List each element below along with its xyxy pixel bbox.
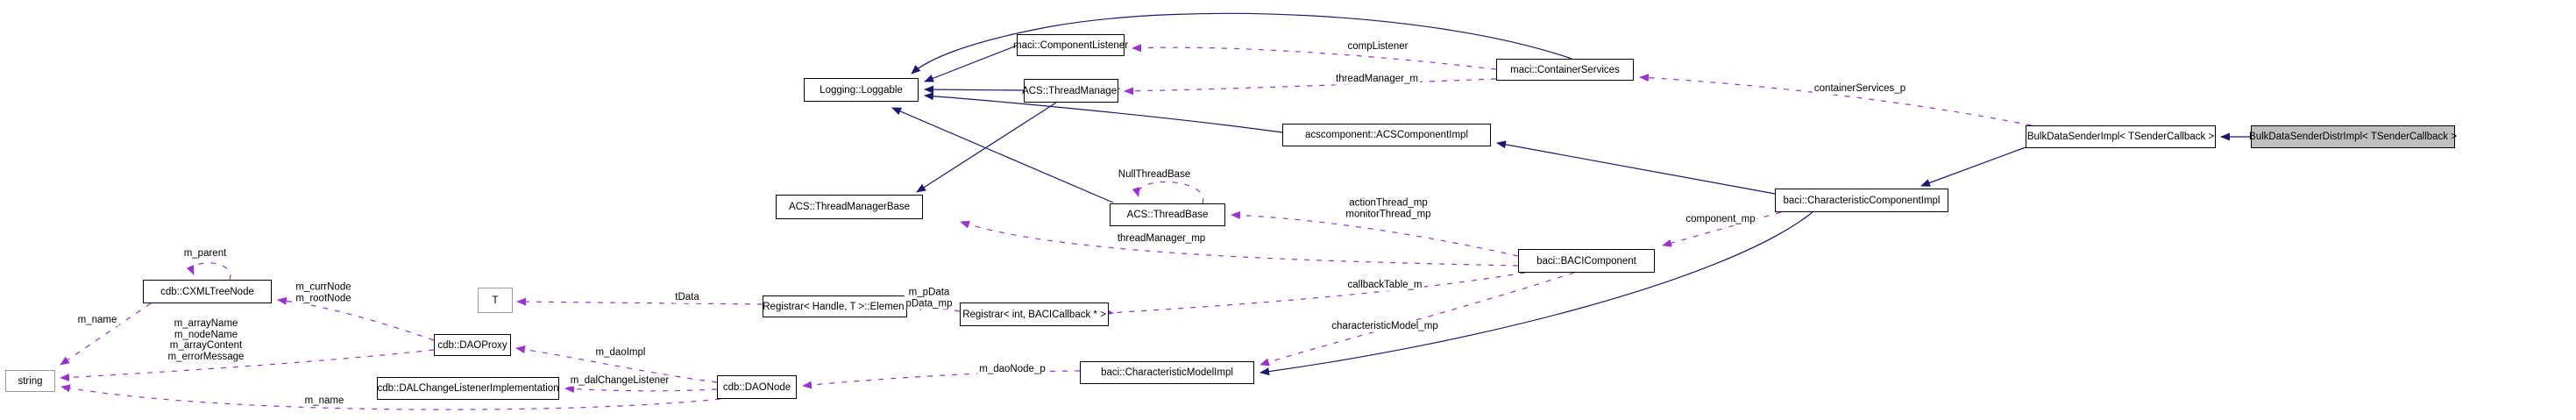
edge-label-mdalchangelistener: m_dalChangeListener [568, 374, 671, 387]
edge-label-characteristicmodel-mp: characteristicModel_mp [1330, 320, 1440, 332]
edge-label-mdaonode-p: m_daoNode_p [977, 363, 1047, 375]
edge-usage-mparent-loop [186, 262, 231, 281]
edge-label-mcurrnode-mrootnode: m_currNode m_rootNode [294, 281, 353, 304]
edge-label-mdaoimpl: m_daoImpl [593, 346, 648, 359]
edge-usage-actionthread-monitorthread [1231, 210, 1519, 257]
node-string: string [5, 370, 55, 392]
node-cdb-dao-node[interactable]: cdb::DAONode [717, 375, 797, 399]
edge-usage-mcurrnode-mrootnode [277, 296, 435, 341]
edge-label-mpdata-pdata-mp: m_pData pData_mp [904, 287, 954, 310]
node-maci-container-services[interactable]: maci::ContainerServices [1496, 59, 1634, 81]
node-maci-component-listener[interactable]: maci::ComponentListener [1013, 34, 1128, 56]
edge-usage-tdata [516, 297, 763, 306]
node-acscomponent-acscomponentimpl[interactable]: acscomponent::ACSComponentImpl [1282, 124, 1491, 146]
edge-inherit-charcompimpl-acscomponentimpl [1496, 140, 1776, 195]
edge-usage-nullthreadbase-loop [1132, 181, 1204, 204]
node-acs-thread-manager[interactable]: ACS::ThreadManager [1022, 79, 1120, 103]
edge-inherit-componentlistener-loggable [924, 45, 1018, 82]
edge-usage-mdalchangelistener [564, 385, 718, 394]
node-logging-loggable[interactable]: Logging::Loggable [804, 78, 919, 102]
edge-usage-threadmanager-m [1124, 78, 1497, 96]
edge-usage-marrayname-group [60, 349, 435, 381]
edge-inherit-threadbase-loggable [891, 107, 1114, 203]
edge-usage-component-mp [1662, 211, 1782, 247]
edge-inherit-charcompimpl-charmodelimpl [1260, 211, 1813, 376]
edge-label-actionthread-monitorthread: actionThread_mp monitorThread_mp [1344, 197, 1433, 220]
edge-label-component-mp: component_mp [1684, 213, 1757, 225]
edge-label-threadmanager-mp: threadManager_mp [1115, 232, 1208, 245]
edge-inherit-acscomponentimpl-loggable [924, 92, 1283, 133]
edge-inherit-containerservices-loggable [911, 12, 1572, 75]
node-registrar-int-bacicallback[interactable]: Registrar< int, BACICallback * > [960, 303, 1109, 326]
edge-label-mname-bottom: m_name [302, 395, 346, 407]
node-t: T [478, 288, 513, 313]
node-bulk-data-sender-distr-impl: BulkDataSenderDistrImpl< TSenderCallback… [2249, 125, 2457, 148]
node-baci-characteristic-component-impl[interactable]: baci::CharacteristicComponentImpl [1775, 189, 1948, 212]
edge-label-nullthreadbase: NullThreadBase [1116, 168, 1193, 181]
edge-inherit-threadmanager-threadmanagerbase [916, 102, 1057, 193]
node-cdb-dao-proxy[interactable]: cdb::DAOProxy [434, 334, 511, 356]
node-bulk-data-sender-impl[interactable]: BulkDataSenderImpl< TSenderCallback > [2026, 125, 2216, 148]
edge-label-callbacktable-m: callbackTable_m [1345, 279, 1424, 291]
edge-label-marrayname-group: m_arrayName m_nodeName m_arrayContent m_… [166, 318, 246, 362]
node-baci-characteristic-model-impl[interactable]: baci::CharacteristicModelImpl [1080, 361, 1254, 384]
node-acs-thread-base[interactable]: ACS::ThreadBase [1110, 203, 1225, 226]
edge-usage-mdaoimpl [515, 345, 718, 383]
edge-usage-mname-cxmltreenode [60, 303, 152, 366]
edge-label-tdata: tData [673, 291, 701, 303]
node-cdb-dal-change-listener-implementation[interactable]: cdb::DALChangeListenerImplementation [377, 377, 559, 400]
node-cdb-cxml-tree-node[interactable]: cdb::CXMLTreeNode [143, 280, 272, 303]
edge-inherit-bulksenderimpl-charcompimpl [1920, 146, 2026, 187]
edge-inherit-threadmanager-loggable [924, 85, 1025, 94]
edge-usage-threadmanager-mp [960, 220, 1519, 267]
node-baci-baci-component[interactable]: baci::BACIComponent [1518, 249, 1655, 273]
edge-label-containerservices-p: containerServices_p [1812, 82, 1908, 95]
edge-usage-mname-daonode [60, 384, 721, 410]
edge-label-threadmanager-m: threadManager_m [1334, 73, 1420, 85]
node-registrar-handle-t-element[interactable]: Registrar< Handle, T >::Element [763, 295, 907, 317]
edge-label-complistener: compListener [1345, 40, 1410, 53]
edge-usage-callbacktable-m [1103, 272, 1526, 317]
edge-usage-complistener [1132, 44, 1497, 70]
node-acs-thread-manager-base[interactable]: ACS::ThreadManagerBase [776, 195, 923, 219]
edge-label-mname-top: m_name [75, 314, 119, 326]
edge-label-mparent: m_parent [181, 247, 229, 260]
